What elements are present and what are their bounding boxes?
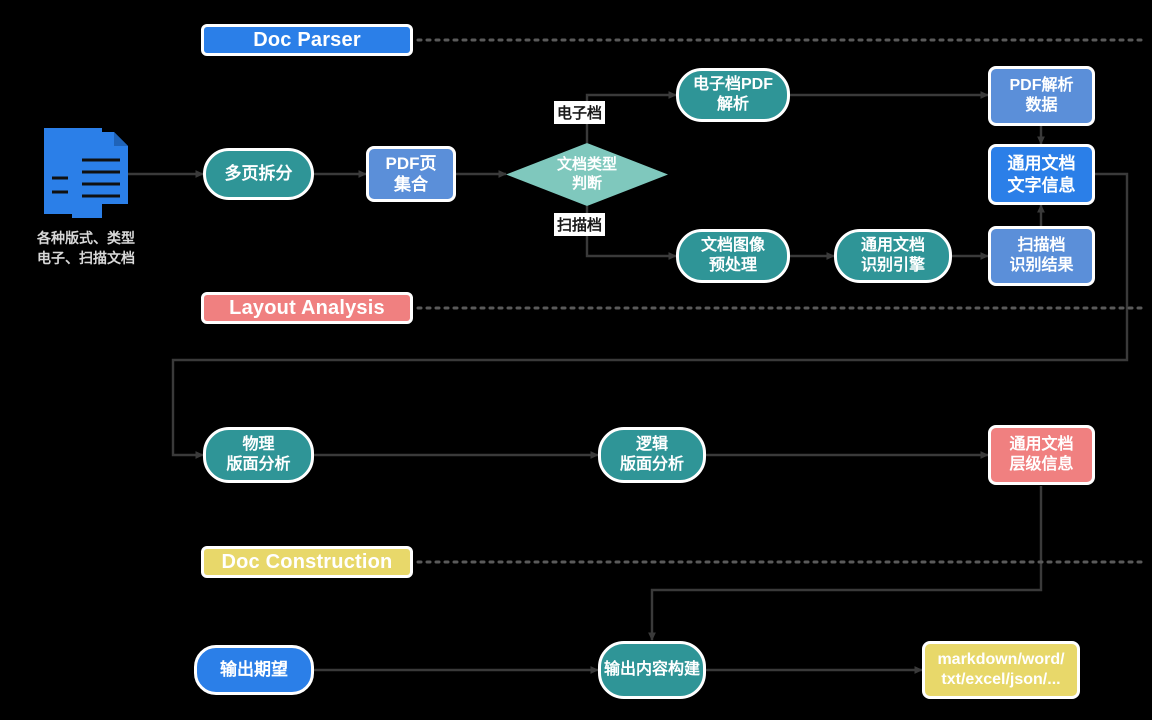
node-doc-text-info[interactable]: 通用文档 文字信息 — [988, 144, 1095, 205]
node-output-build[interactable]: 输出内容构建 — [598, 641, 706, 699]
node-pdf-parse-data[interactable]: PDF解析 数据 — [988, 66, 1095, 126]
node-physical-layout[interactable]: 物理 版面分析 — [203, 427, 314, 483]
node-output-formats[interactable]: markdown/word/ txt/excel/json/... — [922, 641, 1080, 699]
section-banner-doc-parser: Doc Parser — [201, 24, 413, 56]
edge-label-scanned: 扫描档 — [554, 213, 606, 236]
node-scan-ocr-result[interactable]: 扫描档 识别结果 — [988, 226, 1095, 286]
section-banner-layout-analysis: Layout Analysis — [201, 292, 413, 324]
section-label: Layout Analysis — [229, 296, 385, 319]
section-label: Doc Parser — [253, 28, 361, 51]
edge-label-electronic: 电子档 — [554, 101, 606, 124]
node-doc-type-decision[interactable]: 文档类型 判断 — [506, 143, 668, 206]
input-caption: 各种版式、类型 电子、扫描文档 — [37, 230, 135, 267]
node-logical-layout[interactable]: 逻辑 版面分析 — [598, 427, 706, 483]
node-ocr-engine[interactable]: 通用文档 识别引擎 — [834, 229, 952, 283]
node-split-pages[interactable]: 多页拆分 — [203, 148, 314, 200]
node-pdf-page-set[interactable]: PDF页 集合 — [366, 146, 456, 202]
node-img-preprocess[interactable]: 文档图像 预处理 — [676, 229, 790, 283]
document-stack-icon — [42, 126, 130, 222]
section-label: Doc Construction — [221, 550, 393, 573]
node-epdf-parse[interactable]: 电子档PDF 解析 — [676, 68, 790, 122]
section-banner-doc-construction: Doc Construction — [201, 546, 413, 578]
node-doc-hierarchy-info[interactable]: 通用文档 层级信息 — [988, 425, 1095, 485]
node-output-expect[interactable]: 输出期望 — [194, 645, 314, 695]
